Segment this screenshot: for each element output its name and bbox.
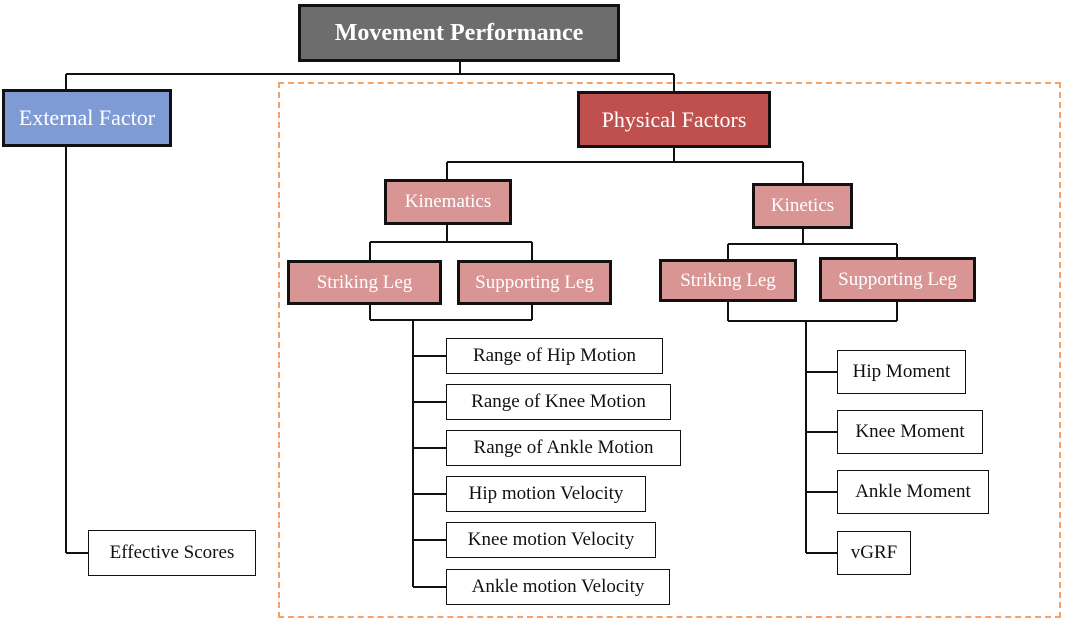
kinematics-item: Ankle motion Velocity bbox=[446, 569, 670, 605]
kinematics-item: Knee motion Velocity bbox=[446, 522, 656, 558]
kinematics-supporting-leg-node: Supporting Leg bbox=[457, 260, 612, 305]
kinetics-node: Kinetics bbox=[752, 183, 853, 229]
kinetics-item: Hip Moment bbox=[837, 350, 966, 394]
kinetics-supporting-leg-node: Supporting Leg bbox=[819, 257, 976, 302]
kinematics-item: Range of Knee Motion bbox=[446, 384, 671, 420]
kinetics-item: vGRF bbox=[837, 531, 911, 575]
kinematics-item: Range of Ankle Motion bbox=[446, 430, 681, 466]
kinetics-item: Knee Moment bbox=[837, 410, 983, 454]
kinematics-node: Kinematics bbox=[384, 179, 512, 225]
kinetics-item: Ankle Moment bbox=[837, 470, 989, 514]
kinematics-item: Hip motion Velocity bbox=[446, 476, 646, 512]
kinematics-striking-leg-node: Striking Leg bbox=[287, 260, 442, 305]
kinetics-striking-leg-node: Striking Leg bbox=[659, 259, 797, 302]
physical-factors-node: Physical Factors bbox=[577, 91, 771, 148]
effective-scores-node: Effective Scores bbox=[88, 530, 256, 576]
physical-factors-dashed-region bbox=[278, 82, 1061, 618]
kinematics-item: Range of Hip Motion bbox=[446, 338, 663, 374]
external-factor-node: External Factor bbox=[2, 89, 172, 147]
movement-performance-node: Movement Performance bbox=[298, 4, 620, 62]
